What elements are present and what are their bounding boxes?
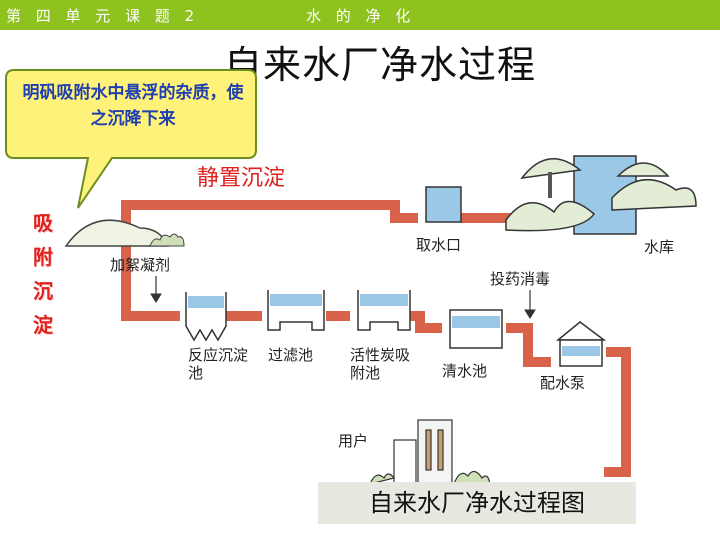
pump-label: 配水泵 [540,374,586,392]
carbon-tank-icon [357,290,411,331]
pipe-inlet-mound [64,219,185,247]
sedimentation-tank-label: 反应沉淀池 [188,346,249,382]
intake-label: 取水口 [416,236,462,254]
user-buildings-icon [368,419,491,485]
coagulant-label: 加絮凝剂 [110,256,171,274]
pump-house-icon [555,321,607,367]
coagulant-arrow [150,276,162,303]
reservoir [505,155,697,235]
callout-bubble [5,69,257,209]
clear-tank-icon [449,309,503,349]
disinfect-arrow [524,290,536,319]
pipe [121,200,631,477]
adsorption-settling-label: 吸附沉淀 [33,211,53,337]
filter-tank-icon [267,290,325,331]
user-label: 用户 [338,432,369,450]
header-bar: 第 四 单 元 课 题 2 水 的 净 化 [0,0,720,30]
reservoir-label: 水库 [644,238,675,256]
disinfect-label: 投药消毒 [490,270,551,288]
intake-box [425,186,462,223]
callout-text: 明矾吸附水中悬浮的杂质，使之沉降下来 [22,83,244,129]
static-settling-label: 静置沉淀 [197,166,286,191]
clear-tank-label: 清水池 [442,362,488,380]
unit-lesson-label: 第 四 单 元 课 题 2 [6,7,200,25]
carbon-tank-label: 活性炭吸附池 [350,346,411,382]
topic-label: 水 的 净 化 [306,7,416,25]
diagram-caption: 自来水厂净水过程图 [318,482,636,524]
page-title: 自来水厂净水过程 [224,43,537,87]
sedimentation-tank-icon [185,292,227,342]
filter-tank-label: 过滤池 [268,346,314,364]
